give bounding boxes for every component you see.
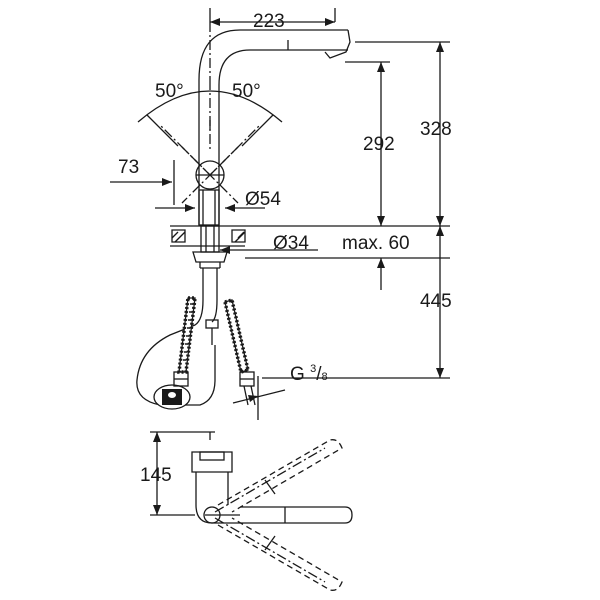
- label-height-total: 328: [420, 119, 452, 140]
- dim-heights: [345, 41, 450, 226]
- top-view-swivel-dashed: [214, 439, 343, 591]
- top-view-swivel-ticks: [264, 479, 276, 551]
- label-angle-right: 50°: [232, 81, 261, 102]
- countertop-section: [170, 225, 450, 259]
- dim-offset: [110, 160, 175, 205]
- supply-hose-right: [222, 297, 256, 406]
- dim-top-depth: [153, 432, 161, 515]
- thread-letter: G: [290, 364, 305, 385]
- thread-separator: /: [316, 364, 322, 385]
- dim-thread: [232, 376, 450, 420]
- label-spout-reach: 223: [253, 11, 285, 32]
- dim-spout-reach: [209, 8, 336, 80]
- angle-arc: [137, 80, 283, 150]
- dim-hose-length: [377, 226, 444, 378]
- mount-nut: [192, 251, 228, 269]
- label-angle-left: 50°: [155, 81, 184, 102]
- thread-numerator: 3: [310, 363, 317, 375]
- top-view-faucet: [150, 431, 353, 524]
- label-hole-diameter: Ø34: [273, 233, 309, 254]
- faucet-base: [198, 189, 220, 226]
- dim-body-diameter: [155, 204, 265, 212]
- thread-denominator: 8: [321, 371, 328, 383]
- label-top-depth: 145: [140, 465, 172, 486]
- supply-hose-left: [173, 296, 197, 387]
- label-body-diameter: Ø54: [245, 189, 281, 210]
- label-height-spout: 292: [363, 134, 395, 155]
- label-offset: 73: [118, 157, 140, 178]
- label-max-thickness: max. 60: [342, 233, 410, 254]
- hose-weight: [153, 384, 191, 410]
- label-thread: G 3/8: [290, 363, 328, 385]
- lever-angle-lines: [159, 124, 261, 204]
- pull-out-hose: [136, 268, 219, 406]
- label-hose-length: 445: [420, 291, 452, 312]
